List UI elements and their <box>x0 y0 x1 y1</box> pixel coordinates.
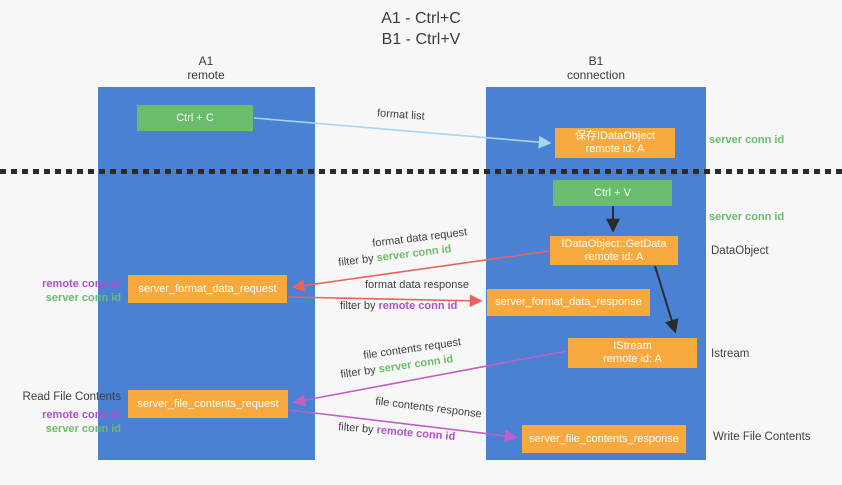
node-server-format-data-response: server_format_data_response <box>487 289 650 316</box>
left-label-conn-ids-bottom: remote conn id server conn id <box>0 409 121 436</box>
node-ctrl-v: Ctrl + V <box>553 180 672 206</box>
filter-by-text: filter by <box>339 364 377 381</box>
remote-conn-id-text: remote conn id <box>378 300 458 312</box>
right-label-istream: Istream <box>711 348 750 360</box>
edge-label-filter-by-server-conn-id-2: filter by server conn id <box>340 353 454 381</box>
right-label-dataobject: DataObject <box>711 245 769 257</box>
column-a1-subtitle: remote <box>187 68 225 82</box>
node-istream: IStream remote id: A <box>568 338 697 368</box>
node-format-request-label: server_format_data_request <box>138 282 277 295</box>
column-header-a1: A1 remote <box>146 54 266 82</box>
node-server-format-data-request: server_format_data_request <box>128 275 287 303</box>
node-save-idataobject-line1: 保存IDataObject <box>574 130 656 142</box>
left-remote-conn-id: remote conn id <box>42 278 121 290</box>
remote-conn-id-text: remote conn id <box>376 424 456 444</box>
column-b1-subtitle: connection <box>566 68 626 82</box>
left-label-read-file-contents: Read File Contents <box>22 391 121 403</box>
right-label-server-conn-id-mid: server conn id <box>709 211 785 223</box>
left-bottom-server-conn-id: server conn id <box>45 422 121 435</box>
left-server-conn-id: server conn id <box>45 291 121 304</box>
node-save-idataobject-line2: remote id: A <box>585 143 645 155</box>
node-ctrl-c-label: Ctrl + C <box>176 111 214 124</box>
column-a1-name: A1 <box>198 54 214 68</box>
session-separator-dashed-line <box>0 169 842 174</box>
column-b1-name: B1 <box>588 54 604 68</box>
edge-label-format-list: format list <box>376 107 426 123</box>
node-istream-line2: remote id: A <box>603 353 662 365</box>
node-save-idataobject: 保存IDataObject remote id: A <box>555 128 675 158</box>
column-header-b1: B1 connection <box>536 54 656 82</box>
diagram-title: A1 - Ctrl+C B1 - Ctrl+V <box>0 8 842 50</box>
edge-label-file-contents-response: file contents response <box>374 395 483 421</box>
node-format-response-label: server_format_data_response <box>495 296 642 308</box>
node-getdata-line2: remote id: A <box>584 250 644 263</box>
edge-label-format-data-response: format data response <box>365 279 469 291</box>
node-server-file-contents-response: server_file_contents_response <box>522 425 686 453</box>
title-line-1: A1 - Ctrl+C <box>381 10 461 27</box>
right-label-server-conn-id-top: server conn id <box>709 134 785 146</box>
node-server-file-contents-request: server_file_contents_request <box>128 390 288 418</box>
node-istream-line1: IStream <box>613 340 652 352</box>
right-label-write-file-contents: Write File Contents <box>713 431 811 443</box>
left-bottom-remote-conn-id: remote conn id <box>42 409 121 421</box>
edge-label-filter-by-remote-conn-id-1: filter by remote conn id <box>340 300 457 312</box>
edge-label-filter-by-remote-conn-id-2: filter by remote conn id <box>338 421 456 443</box>
node-ctrl-v-label: Ctrl + V <box>594 186 631 199</box>
node-file-response-label: server_file_contents_response <box>529 432 679 445</box>
filter-by-text: filter by <box>337 420 375 436</box>
filter-by-text: filter by <box>337 252 375 269</box>
node-idataobject-getdata: IDataObject::GetData remote id: A <box>550 236 678 265</box>
left-label-conn-ids-top: remote conn id server conn id <box>0 278 121 305</box>
node-getdata-line1: IDataObject::GetData <box>561 237 667 250</box>
filter-by-text: filter by <box>340 300 376 312</box>
node-ctrl-c: Ctrl + C <box>137 105 253 131</box>
node-file-request-label: server_file_contents_request <box>137 397 279 410</box>
title-line-2: B1 - Ctrl+V <box>381 31 461 48</box>
